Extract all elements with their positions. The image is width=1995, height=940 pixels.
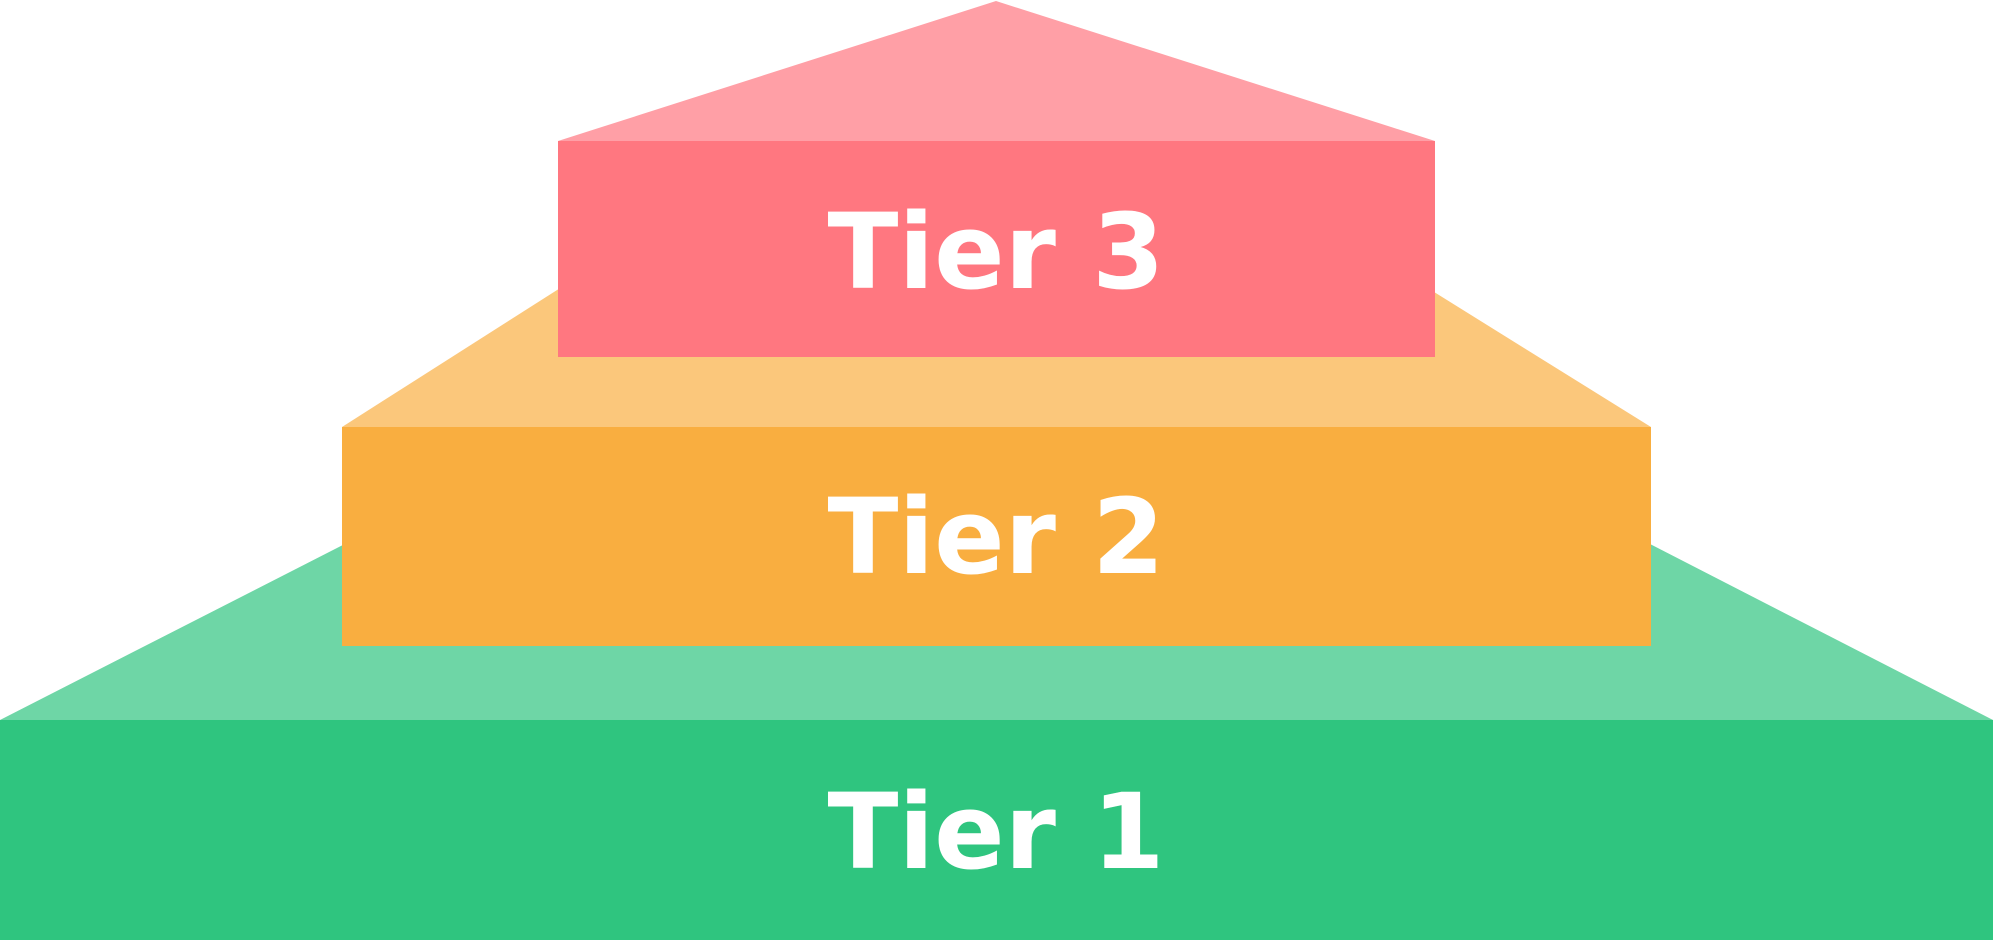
- tier-2-label: Tier 2: [828, 476, 1165, 598]
- tier-3-front-face: [558, 141, 1435, 357]
- tier-2-front-face: [342, 427, 1651, 646]
- tier-3-top-face: [558, 1, 1435, 141]
- tier-1-label: Tier 1: [828, 771, 1165, 893]
- tier-1-front-face: [0, 720, 1993, 940]
- tier-3-label: Tier 3: [828, 191, 1165, 313]
- tier-3: Tier 3: [558, 1, 1435, 357]
